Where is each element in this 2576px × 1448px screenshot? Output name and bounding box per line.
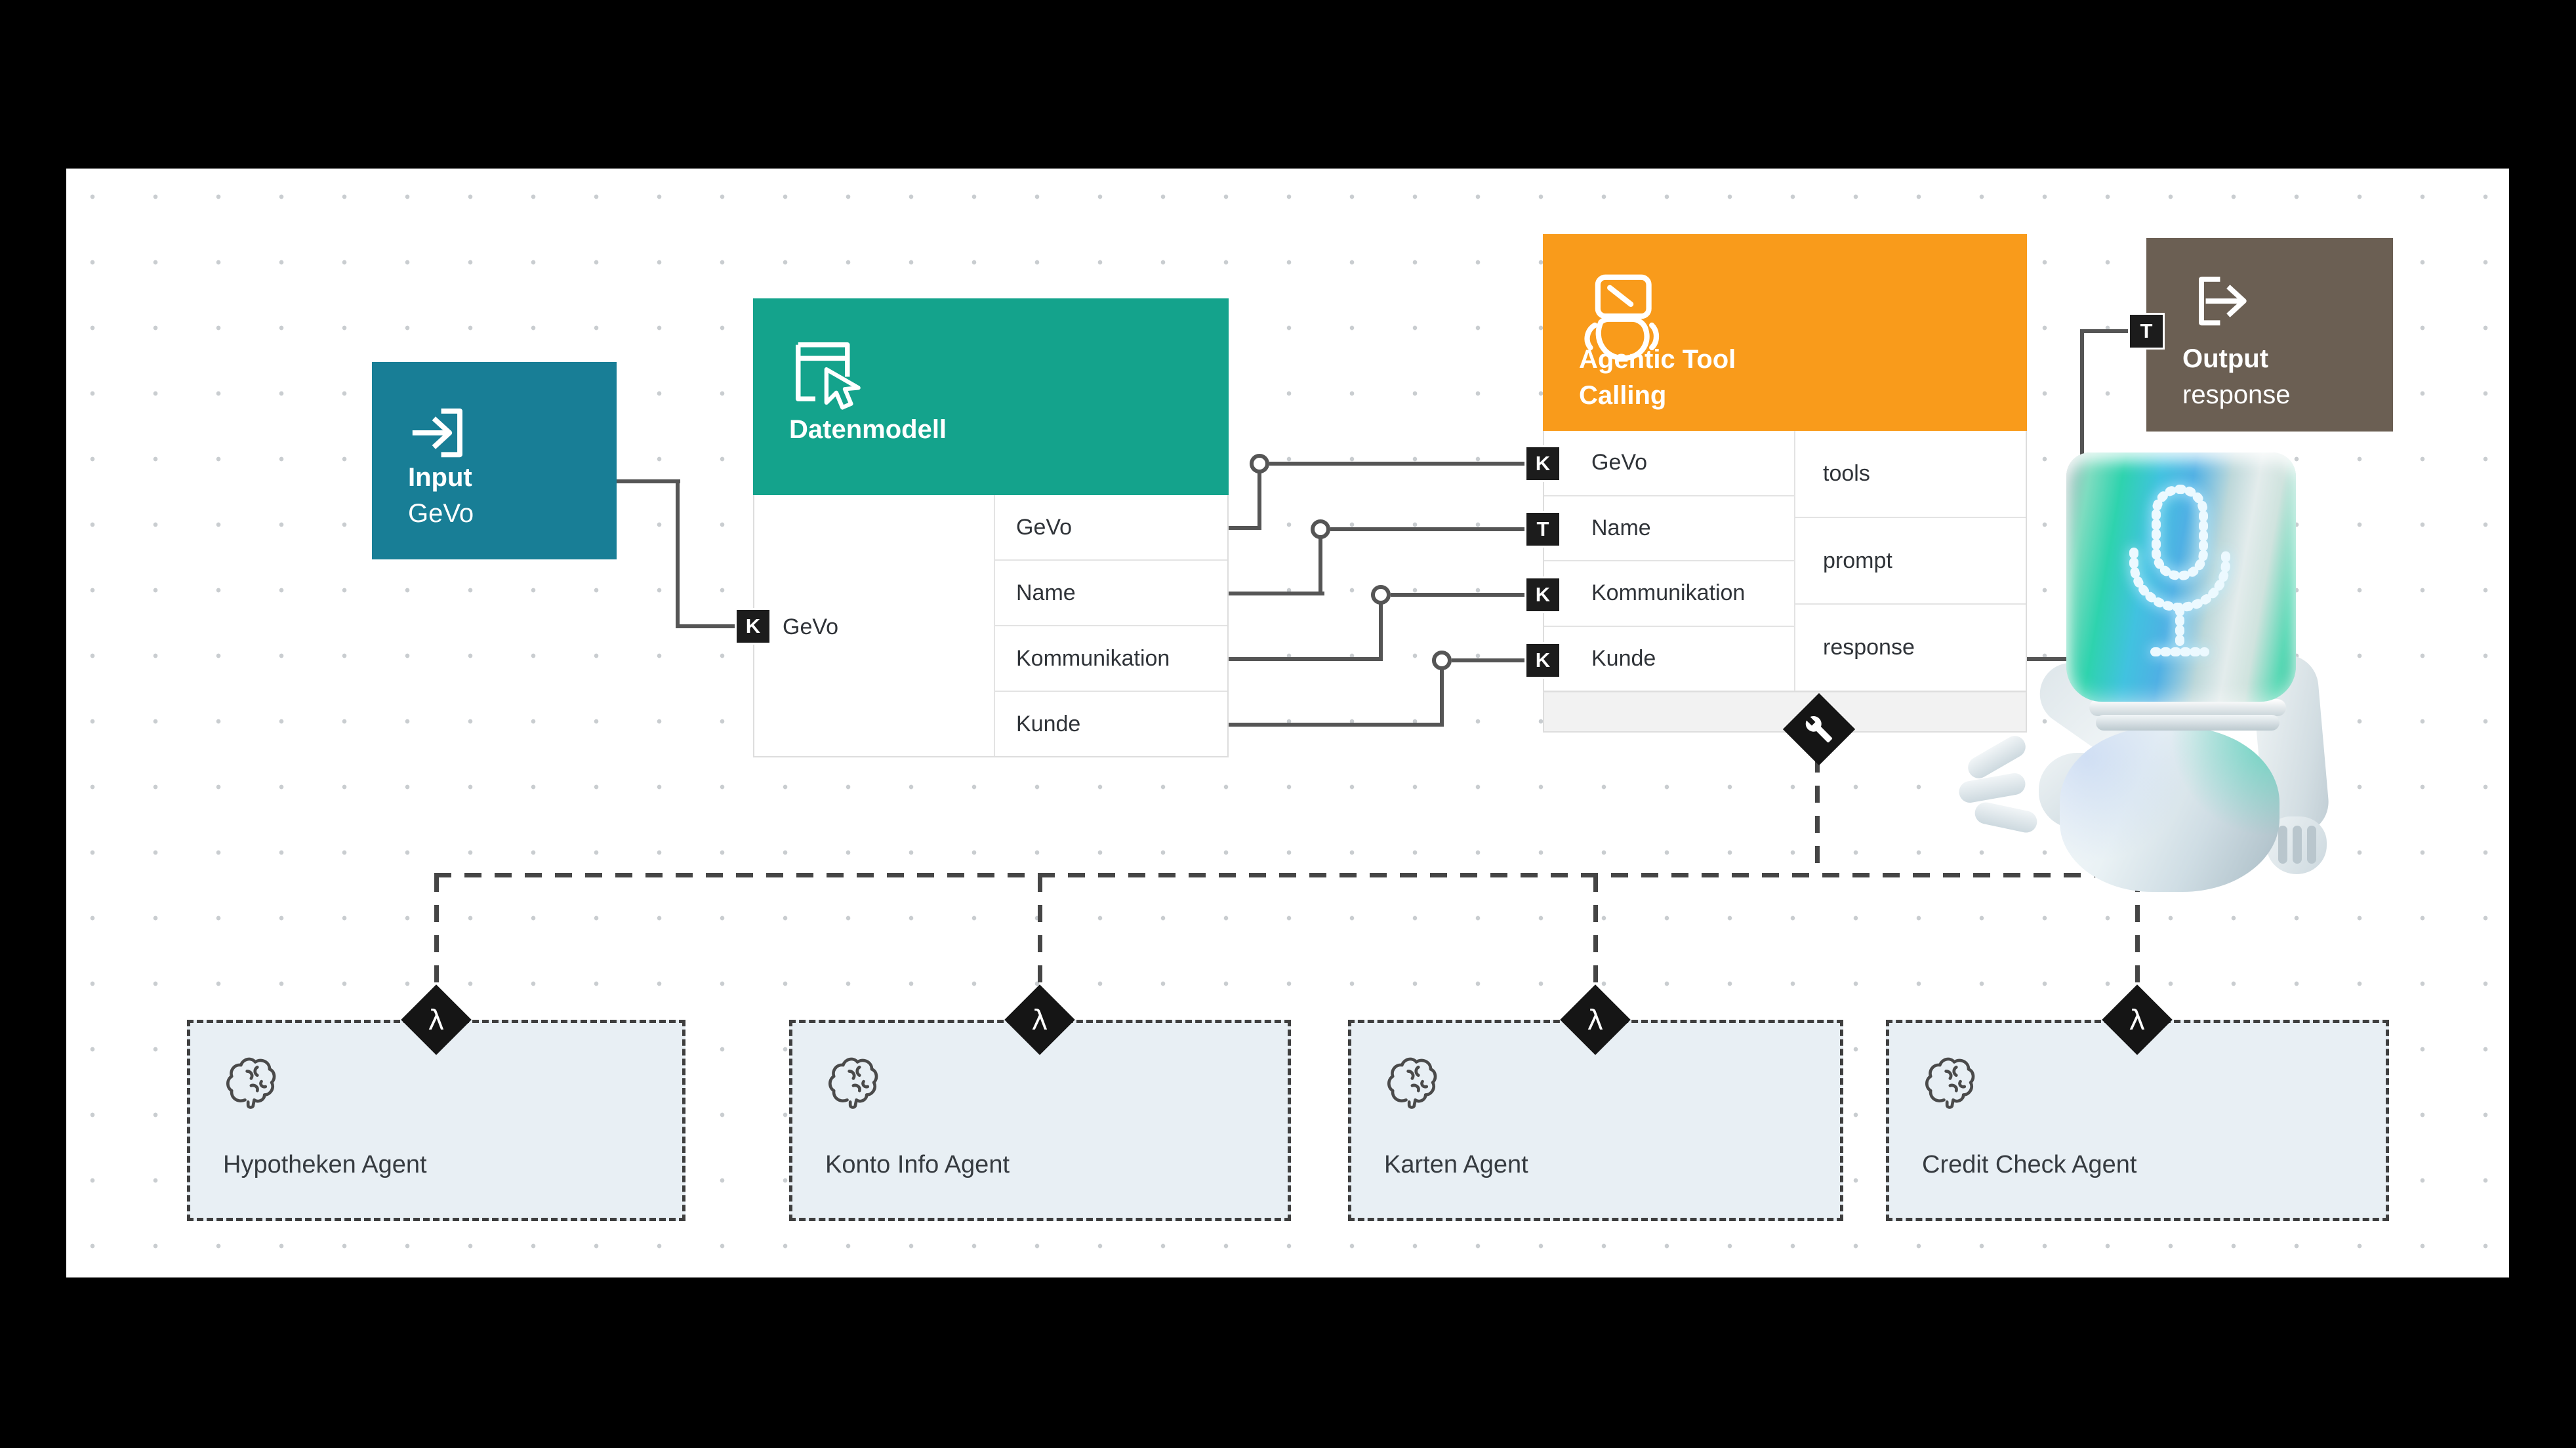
dashed-branch-bus <box>434 873 2140 877</box>
flow-canvas[interactable]: Input GeVo Datenmodell <box>66 169 2509 1277</box>
input-arrow-icon <box>405 396 478 470</box>
datenmodell-input-column <box>754 495 995 756</box>
agentic-caption: Agentic Tool Calling <box>1579 342 1736 414</box>
output-row-tools[interactable]: tools <box>1795 431 2026 518</box>
output-arrow-icon <box>2183 264 2257 338</box>
field-row-kunde[interactable]: Kunde <box>1016 711 1081 736</box>
brain-icon <box>220 1047 286 1112</box>
agentic-title-line2: Calling <box>1579 381 1667 410</box>
port-badge-t-name[interactable]: T <box>1524 511 1561 548</box>
input-node-subtitle: GeVo <box>408 499 474 528</box>
robot-left-finger <box>1973 800 2039 835</box>
wire-kunde-connector-dot[interactable] <box>1432 651 1452 670</box>
node-output[interactable]: Output response <box>2146 238 2393 432</box>
robot-neck-ring <box>2089 699 2286 716</box>
wire-name <box>1330 527 1524 531</box>
input-row-gevo[interactable]: GeVo <box>1544 431 1794 496</box>
wire-response-to-output <box>2080 329 2130 333</box>
agentic-input-rows: GeVo Name Kommunikation Kunde <box>1544 431 1795 691</box>
port-label-gevo-datenmodell: GeVo <box>783 614 839 639</box>
output-row-response[interactable]: response <box>1823 635 1915 660</box>
wire-kommunikation <box>1379 595 1383 661</box>
wire-input-to-model <box>676 624 737 628</box>
wire-response-to-output <box>2027 657 2086 661</box>
wire-kommunikation <box>1229 657 1383 661</box>
robot-neck-ring <box>2096 715 2280 731</box>
output-row-prompt[interactable]: prompt <box>1795 518 2026 605</box>
dashed-tools-stem <box>1815 755 1820 875</box>
wire-input-to-model <box>617 479 680 483</box>
input-node-caption: Input GeVo <box>408 460 474 532</box>
wire-input-to-model <box>676 479 680 628</box>
port-badge-k-kommunikation[interactable]: K <box>1524 576 1561 613</box>
wire-gevo-connector-dot[interactable] <box>1250 454 1269 473</box>
robot-claw-icon <box>1576 268 1674 373</box>
agent-label: Konto Info Agent <box>825 1151 1010 1178</box>
datenmodell-field-list: GeVo Name Kommunikation Kunde <box>995 495 1227 756</box>
dashed-branch-karten <box>1593 875 1598 996</box>
port-badge-k-gevo[interactable]: K <box>1524 445 1561 482</box>
wire-kunde <box>1452 658 1524 662</box>
port-badge-k-gevo-datenmodell[interactable]: K <box>735 608 771 645</box>
tools-wrench-diamond[interactable] <box>1782 693 1856 766</box>
wire-kunde <box>1440 660 1444 727</box>
field-row-kommunikation[interactable]: Kommunikation <box>995 626 1227 692</box>
field-row-gevo[interactable]: GeVo <box>995 495 1227 561</box>
agent-label: Hypotheken Agent <box>223 1151 427 1178</box>
agentic-title-line1: Agentic Tool <box>1579 345 1736 374</box>
robot-head <box>2066 452 2296 702</box>
dashed-branch-hypotheken <box>434 875 439 996</box>
wire-name <box>1319 529 1322 595</box>
output-caption: Output response <box>2182 341 2291 413</box>
brain-icon <box>1381 1047 1447 1112</box>
brain-icon <box>823 1047 888 1112</box>
input-row-kommunikation[interactable]: Kommunikation <box>1544 561 1794 627</box>
dashed-branch-credit <box>2135 875 2140 996</box>
node-input[interactable]: Input GeVo <box>372 362 617 559</box>
robot-left-finger <box>1957 771 2028 805</box>
data-model-select-icon <box>786 332 865 411</box>
robot-mascot <box>1955 439 2388 892</box>
brain-icon <box>1919 1047 1985 1112</box>
output-node-title: Output <box>2182 344 2269 373</box>
agent-box-credit-check[interactable]: Credit Check Agent <box>1886 1020 2389 1221</box>
node-datenmodell[interactable]: Datenmodell GeVo Name Kommunikation Kund… <box>753 298 1229 757</box>
robot-microphone-led-icon <box>2104 479 2255 675</box>
port-badge-t-output[interactable]: T <box>2128 313 2165 350</box>
datenmodell-title: Datenmodell <box>789 415 947 444</box>
agent-label: Karten Agent <box>1384 1151 1528 1178</box>
input-node-title: Input <box>408 463 472 492</box>
output-node-subtitle: response <box>2182 380 2291 409</box>
agent-box-karten[interactable]: Karten Agent <box>1348 1020 1843 1221</box>
datenmodell-caption: Datenmodell <box>789 412 947 448</box>
node-agentic-tool-calling[interactable]: Agentic Tool Calling GeVo Name Kommunika… <box>1543 234 2027 733</box>
dashed-branch-konto <box>1038 875 1042 996</box>
port-badge-k-kunde[interactable]: K <box>1524 642 1561 679</box>
input-row-name[interactable]: Name <box>1544 496 1794 561</box>
wire-name-connector-dot[interactable] <box>1311 519 1330 539</box>
field-row-name[interactable]: Name <box>995 561 1227 626</box>
robot-body <box>2060 727 2280 892</box>
wrench-icon <box>1805 715 1833 744</box>
wire-kommunikation-connector-dot[interactable] <box>1371 585 1391 605</box>
wire-kunde <box>1229 723 1444 727</box>
input-row-kunde[interactable]: Kunde <box>1591 645 1656 671</box>
wire-gevo <box>1257 464 1261 530</box>
wire-gevo <box>1229 526 1261 530</box>
wire-name <box>1229 592 1324 595</box>
agent-label: Credit Check Agent <box>1922 1151 2137 1178</box>
wire-gevo <box>1269 462 1524 466</box>
agentic-output-rows: tools prompt response <box>1795 431 2026 691</box>
wire-kommunikation <box>1391 593 1524 597</box>
